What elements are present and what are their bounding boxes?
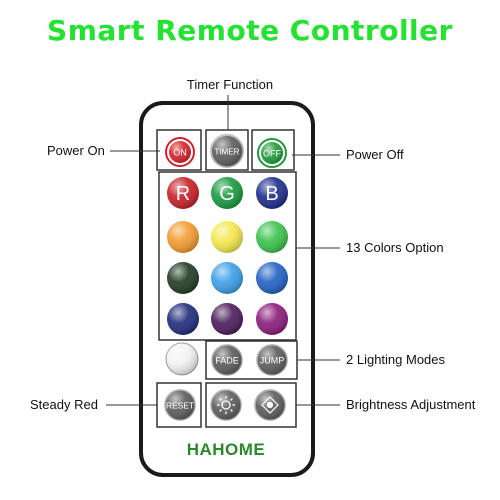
off-button[interactable]: OFF (257, 138, 287, 168)
white-button[interactable] (165, 342, 199, 376)
blue-button[interactable]: B (256, 177, 288, 209)
label-steady-red: Steady Red (30, 397, 98, 412)
fade-button[interactable]: FADE (211, 344, 243, 376)
on-button[interactable]: ON (165, 137, 195, 167)
purple-button[interactable] (211, 303, 243, 335)
callout-lines (106, 95, 340, 406)
navy-button[interactable] (167, 303, 199, 335)
yellow-button[interactable] (211, 221, 243, 253)
timer-button-label: TIMER (215, 148, 240, 157)
orange-button[interactable] (167, 221, 199, 253)
red-button[interactable]: R (167, 177, 199, 209)
jump-button-label: JUMP (260, 356, 285, 366)
label-lighting-modes: 2 Lighting Modes (346, 352, 446, 367)
timer-button-frame (205, 129, 249, 171)
brightness-up-button[interactable] (210, 389, 242, 421)
reset-button-label: RESET (166, 401, 194, 411)
label-brightness: Brightness Adjustment (346, 397, 476, 412)
sun-dim-icon (261, 396, 279, 414)
reset-button[interactable]: RESET (164, 389, 196, 421)
red-button-label: R (176, 183, 190, 205)
green-button-label: G (219, 183, 235, 205)
off-button-frame (251, 129, 295, 171)
off-button-label: OFF (263, 149, 281, 159)
label-timer-function: Timer Function (187, 77, 273, 92)
timer-button[interactable]: TIMER (210, 134, 244, 168)
blue-button-label: B (265, 183, 278, 205)
magenta-button[interactable] (256, 303, 288, 335)
label-power-on: Power On (47, 143, 105, 158)
jump-button[interactable]: JUMP (256, 344, 288, 376)
sun-bright-icon (217, 396, 235, 414)
light-blue-button[interactable] (211, 262, 243, 294)
colors-frame (158, 171, 297, 341)
dark-green-button[interactable] (167, 262, 199, 294)
on-button-frame (156, 129, 202, 171)
fade-button-label: FADE (215, 356, 239, 366)
green-button[interactable]: G (211, 177, 243, 209)
on-button-label: ON (173, 148, 187, 158)
label-power-off: Power Off (346, 147, 404, 162)
brand-name: HAHOME (187, 440, 266, 459)
light-green-button[interactable] (256, 221, 288, 253)
label-colors-option: 13 Colors Option (346, 240, 444, 255)
title: Smart Remote Controller (47, 14, 453, 47)
brightness-down-button[interactable] (254, 389, 286, 421)
mid-blue-button[interactable] (256, 262, 288, 294)
